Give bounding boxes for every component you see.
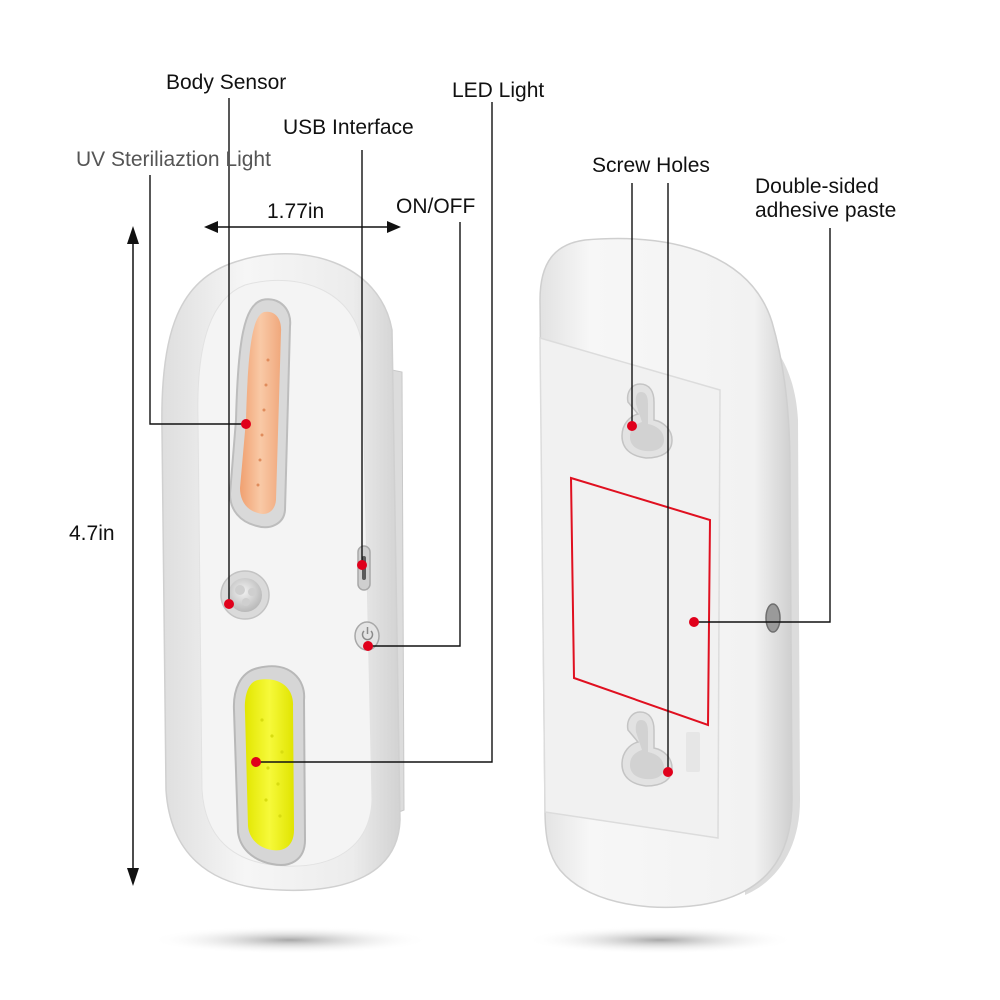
marker-dot-led: [251, 757, 261, 767]
side-screw: [765, 603, 781, 633]
label-uv-light: UV Steriliaztion Light: [76, 148, 271, 171]
marker-dot-body-sensor: [224, 599, 234, 609]
label-width-dimension: 1.77in: [267, 200, 325, 223]
body-sensor: [220, 570, 270, 620]
label-led-light: LED Light: [452, 79, 545, 102]
marker-dot-screw-upper: [627, 421, 637, 431]
marker-dot-on-off: [363, 641, 373, 651]
label-screw-holes: Screw Holes: [592, 154, 710, 177]
callout-line-uv-light: [149, 175, 246, 425]
label-on-off: ON/OFF: [396, 195, 476, 218]
back-device: [539, 237, 800, 908]
width-dimension-arrow: [204, 221, 401, 233]
callout-line-adhesive: [694, 228, 831, 623]
height-dimension-arrow: [127, 226, 139, 886]
label-adhesive-line2: adhesive paste: [755, 199, 897, 222]
callout-line-on-off: [368, 222, 461, 647]
label-usb-interface: USB Interface: [283, 116, 414, 139]
embossed-marking: [686, 732, 700, 772]
marker-dot-screw-lower: [663, 767, 673, 777]
adhesive-area-outline: [569, 476, 712, 727]
label-adhesive-line1: Double-sided: [755, 175, 879, 198]
back-device-shadow: [525, 926, 795, 954]
front-device: [161, 253, 405, 892]
marker-dot-uv-light: [241, 419, 251, 429]
uv-sterilization-strip: [228, 298, 292, 529]
label-body-sensor: Body Sensor: [166, 71, 287, 94]
marker-dot-usb: [357, 560, 367, 570]
label-height-dimension: 4.7in: [69, 522, 115, 545]
led-light-strip: [232, 665, 307, 866]
callout-line-led: [256, 102, 493, 763]
front-device-shadow: [150, 926, 430, 954]
marker-dot-adhesive: [689, 617, 699, 627]
